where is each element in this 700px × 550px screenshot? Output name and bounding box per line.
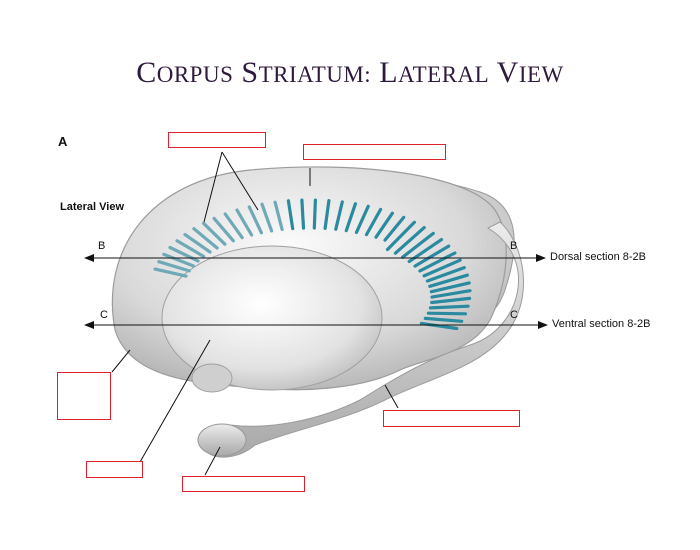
cell-bridge [401, 231, 435, 259]
putamen-shape [161, 245, 383, 391]
title-text-orpus: ORPUS [156, 62, 234, 87]
cell-bridge [223, 212, 244, 240]
cell-bridge [418, 251, 457, 273]
cell-bridge [383, 215, 406, 242]
cell-bridge [374, 211, 394, 239]
dorsal-right-letter: B [510, 240, 518, 252]
ventral-section-line [84, 321, 548, 329]
cell-bridge [393, 226, 426, 255]
title-text-ateral: ATERAL [398, 62, 490, 87]
cell-bridge [334, 200, 344, 231]
cell-bridge [429, 281, 471, 294]
cell-bridge [157, 260, 191, 273]
cell-bridge [235, 208, 254, 237]
cell-bridge [300, 198, 306, 230]
cell-bridge [364, 207, 383, 237]
cell-bridge [260, 202, 274, 233]
cell-bridge [192, 227, 219, 250]
dorsal-section-line [84, 254, 546, 262]
ventral-right-letter: C [510, 309, 518, 321]
title-text-triatum: TRIATUM: [258, 62, 372, 87]
cell-bridge [212, 216, 235, 243]
cell-bridge [162, 252, 195, 268]
cell-bridge [422, 258, 462, 278]
dorsal-section-caption: Dorsal section 8-2B [550, 251, 646, 263]
cell-bridge [286, 199, 295, 231]
leader-lines [111, 151, 399, 476]
cell-bridge [430, 289, 472, 299]
title-initial-c: C [136, 56, 157, 89]
cell-bridge [430, 296, 472, 305]
cell-bridge [183, 233, 212, 254]
blank-label-box-putamen[interactable] [86, 461, 143, 478]
putamen-lower-lobe [191, 363, 233, 393]
cell-bridge [153, 267, 188, 278]
cell-bridge [323, 199, 331, 230]
cell-bridge [425, 266, 466, 283]
cell-bridge [428, 273, 469, 288]
cell-bridge [247, 205, 263, 235]
cell-bridge [312, 198, 317, 230]
title-initial-v: V [496, 56, 519, 89]
title-text-iew: IEW [518, 62, 564, 87]
cell-bridge [168, 245, 200, 263]
title-initial-s: S [241, 56, 259, 89]
cell-bridge [175, 239, 206, 258]
ventral-left-letter: C [100, 309, 108, 321]
ventral-section-caption: Ventral section 8-2B [552, 318, 651, 330]
blank-label-box-caudate-body[interactable] [303, 144, 446, 160]
blank-label-box-caudate-head[interactable] [57, 372, 111, 420]
cell-bridge [426, 311, 467, 316]
cell-bridge [385, 220, 416, 252]
cell-bridge [273, 200, 284, 232]
cell-bridges [153, 198, 472, 331]
blank-label-box-cell-bridges[interactable] [168, 132, 266, 148]
view-label: Lateral View [60, 201, 124, 213]
panel-letter: A [58, 134, 68, 149]
cell-bridge [423, 316, 464, 323]
cell-bridge [344, 202, 357, 233]
cell-bridge [428, 304, 470, 310]
cell-bridge [419, 321, 459, 331]
cell-bridge [413, 244, 451, 268]
amygdala-bulb [197, 423, 247, 457]
dorsal-left-letter: B [98, 240, 106, 252]
page-title: CORPUS STRIATUM: LATERAL VIEW [0, 56, 700, 90]
cell-bridge [354, 204, 370, 234]
blank-label-box-caudate-tail[interactable] [383, 410, 520, 427]
title-initial-l: L [379, 56, 399, 89]
cell-bridge [202, 221, 227, 246]
blank-label-box-amygdala[interactable] [182, 476, 305, 492]
